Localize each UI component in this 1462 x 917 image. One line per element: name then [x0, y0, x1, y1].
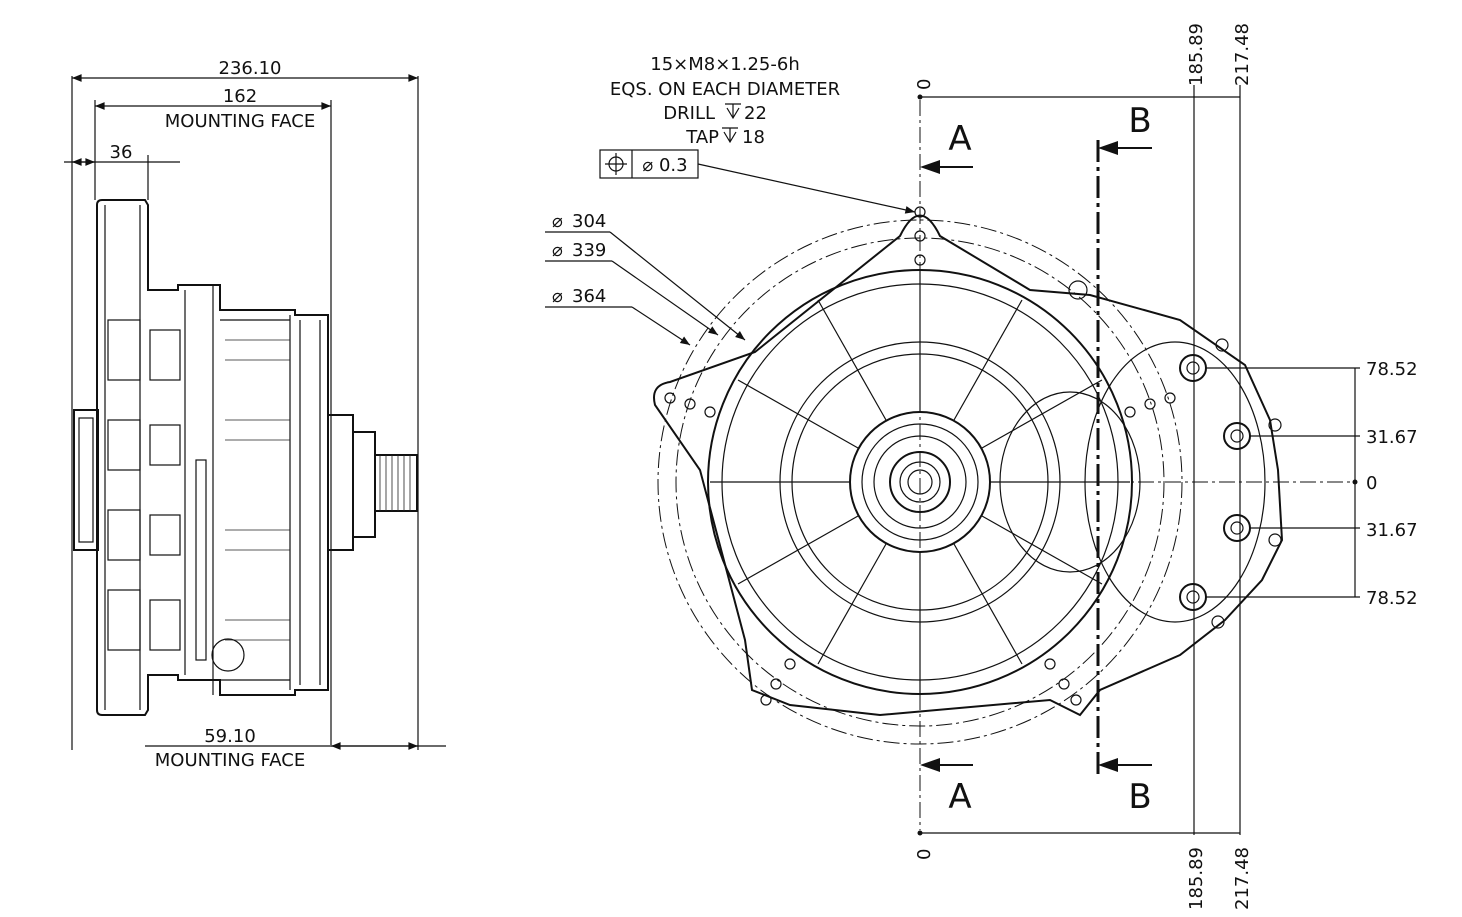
dim-78-top: 78.52	[1366, 359, 1418, 380]
position-tolerance-icon	[605, 153, 627, 175]
depth-icon	[725, 103, 741, 120]
diameter-callouts: ⌀ 304 ⌀ 339 ⌀ 364	[545, 211, 746, 346]
dim-top-185: 185.89	[1186, 23, 1207, 86]
note-thread: 15×M8×1.25-6h	[650, 54, 799, 75]
diameter-364-symbol: ⌀	[552, 286, 563, 307]
diameter-304-symbol: ⌀	[552, 211, 563, 232]
section-markers: A A B B	[920, 101, 1152, 817]
mounting-bosses	[664, 206, 1282, 706]
section-label-a-top: A	[948, 119, 971, 159]
depth-icon	[722, 127, 738, 144]
dim-bottom: 59.10	[204, 726, 256, 747]
side-view: 236.10 162 MOUNTING FACE 36 59.10 MOUNTI…	[64, 58, 446, 771]
section-label-b-top: B	[1128, 101, 1151, 141]
diameter-304: 304	[572, 211, 606, 232]
vertical-ordinate-dimensions: 78.52 31.67 0 31.67 78.52	[1205, 359, 1418, 609]
dim-top-217: 217.48	[1232, 23, 1253, 86]
front-view	[653, 100, 1350, 830]
label-mounting-face-top: MOUNTING FACE	[165, 111, 315, 132]
dim-mount-length: 162	[223, 86, 257, 107]
dim-flange: 36	[110, 142, 133, 163]
dim-overall-length: 236.10	[219, 58, 282, 79]
dim-bottom-zero: 0	[914, 849, 935, 860]
hole-note: 15×M8×1.25-6h EQS. ON EACH DIAMETER DRIL…	[599, 54, 916, 214]
diameter-364: 364	[572, 286, 606, 307]
tolerance-value: ⌀ 0.3	[642, 155, 687, 176]
dim-bottom-217: 217.48	[1232, 847, 1253, 910]
note-equal-spacing: EQS. ON EACH DIAMETER	[610, 79, 840, 100]
horizontal-ordinate-dimensions: 0 185.89 217.48 0 185.89 217.48	[914, 23, 1253, 910]
dim-bottom-185: 185.89	[1186, 847, 1207, 910]
diameter-339: 339	[572, 240, 606, 261]
note-drill: DRILL	[663, 103, 715, 124]
dim-top-zero: 0	[914, 79, 935, 90]
dim-31-bottom: 31.67	[1366, 520, 1418, 541]
dim-zero: 0	[1366, 473, 1377, 494]
note-tap: TAP	[685, 127, 719, 148]
section-label-a-bottom: A	[948, 777, 971, 817]
note-drill-depth: 22	[744, 103, 767, 124]
note-tap-depth: 18	[742, 127, 765, 148]
diameter-339-symbol: ⌀	[552, 240, 563, 261]
label-mounting-face-bottom: MOUNTING FACE	[155, 750, 305, 771]
section-label-b-bottom: B	[1128, 777, 1151, 817]
dim-78-bottom: 78.52	[1366, 588, 1418, 609]
dim-31-top: 31.67	[1366, 427, 1418, 448]
